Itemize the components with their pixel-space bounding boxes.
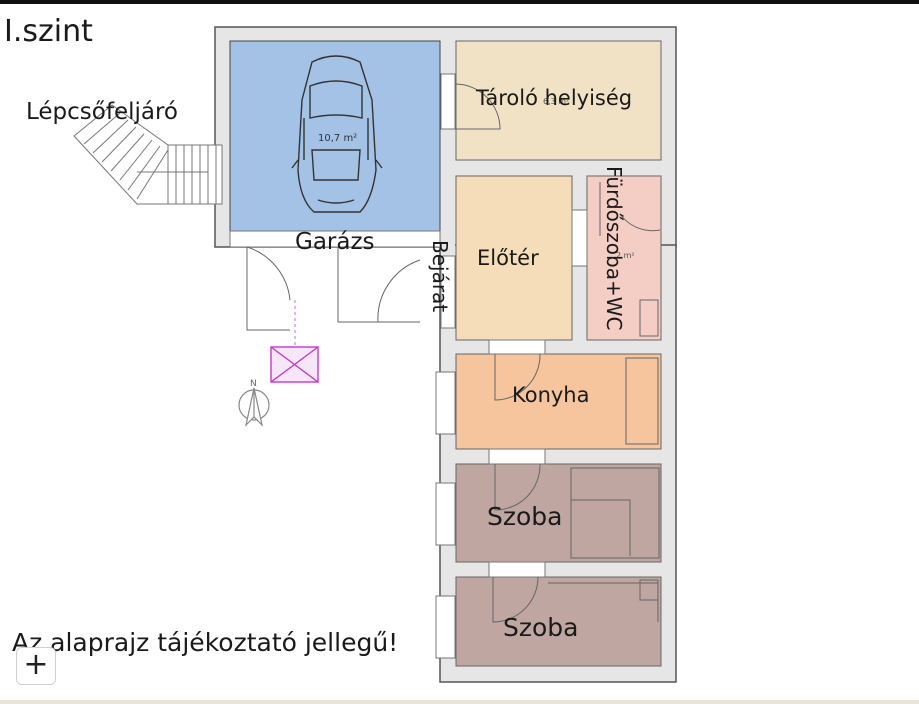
car-icon xyxy=(291,55,383,213)
disclaimer-text: Az alaprajz tájékoztató jellegű! xyxy=(12,628,399,657)
furniture xyxy=(548,182,660,622)
stair-label: Lépcsőfeljáró xyxy=(26,99,179,125)
zoom-in-button[interactable]: + xyxy=(16,647,56,685)
plus-icon: + xyxy=(23,647,49,682)
bathroom-label: Fürdőszoba+WC xyxy=(602,166,626,331)
windows xyxy=(229,73,588,659)
room2-label: Szoba xyxy=(503,613,579,642)
chimney-icon xyxy=(270,346,319,383)
room1-label: Szoba xyxy=(487,502,563,531)
bottom-border xyxy=(0,700,919,704)
garage-label: Garázs xyxy=(295,229,375,255)
garage-area: 10,7 m² xyxy=(318,133,357,144)
bathroom-area: 2 m² xyxy=(616,251,635,260)
bathroom-room xyxy=(586,175,662,341)
top-border xyxy=(0,0,919,4)
room2-room xyxy=(455,576,662,667)
north-arrow-icon xyxy=(238,387,270,427)
entry-label: Bejárat xyxy=(428,240,452,313)
hall-label: Előtér xyxy=(477,246,539,270)
storage-area: 6,3 m² xyxy=(543,97,569,106)
kitchen-room xyxy=(455,353,662,450)
hall-room xyxy=(455,175,573,341)
room1-room xyxy=(455,463,662,563)
stair-icon xyxy=(73,104,223,205)
storage-room xyxy=(455,40,662,161)
kitchen-label: Konyha xyxy=(512,383,590,407)
storage-label: Tároló helyiség xyxy=(476,86,633,110)
garage-room xyxy=(229,40,441,232)
compass-label: N xyxy=(250,379,257,389)
door-swings xyxy=(246,83,661,623)
level-title: I.szint xyxy=(4,14,93,49)
